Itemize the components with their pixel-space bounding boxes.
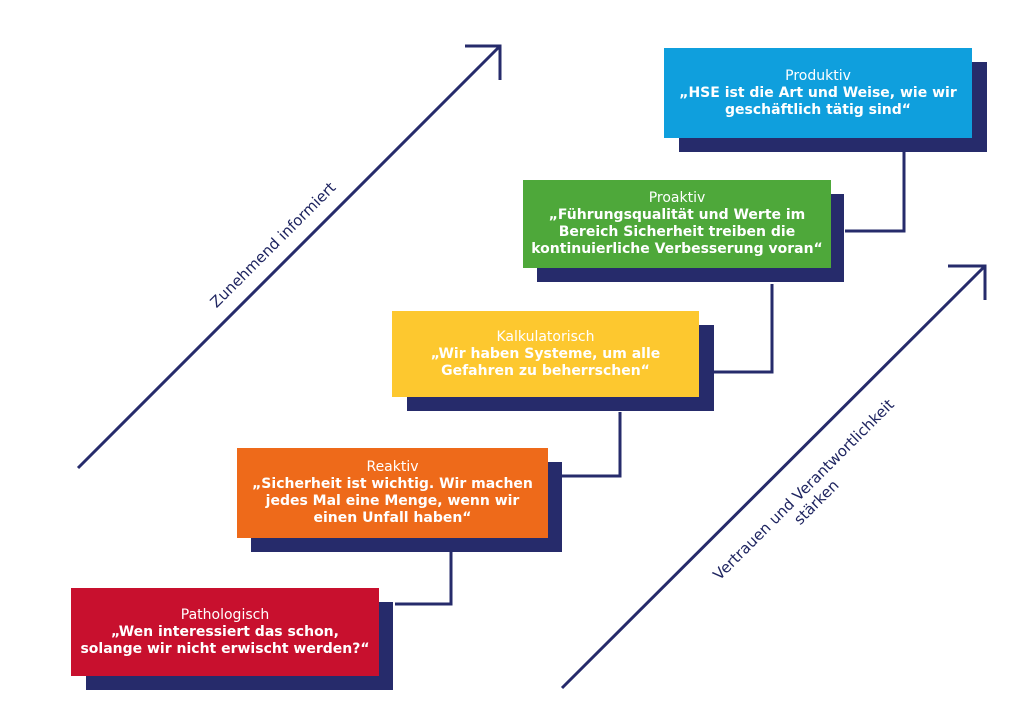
stage-quote: „Wir haben Systeme, um alle Gefahren zu … bbox=[430, 345, 661, 379]
connector-proaktiv-produktiv bbox=[845, 150, 906, 233]
stage-pathologisch: Pathologisch „Wen interessiert das schon… bbox=[71, 588, 379, 676]
stage-title: Produktiv bbox=[785, 67, 851, 84]
stage-produktiv: Produktiv „HSE ist die Art und Weise, wi… bbox=[664, 48, 972, 138]
stage-title: Kalkulatorisch bbox=[496, 328, 595, 345]
stage-title: Proaktiv bbox=[648, 190, 706, 206]
stage-quote: „Führungsqualität und Werte im Bereich S… bbox=[531, 207, 823, 257]
left-arrow-shaft bbox=[76, 44, 502, 470]
stage-title: Pathologisch bbox=[180, 606, 270, 623]
stage-reaktiv: Reaktiv „Sicherheit ist wichtig. Wir mac… bbox=[237, 448, 548, 538]
stage-kalkulatorisch: Kalkulatorisch „Wir haben Systeme, um al… bbox=[392, 311, 699, 397]
stage-title: Reaktiv bbox=[366, 459, 419, 475]
connector-kalkulatorisch-proaktiv bbox=[714, 284, 774, 374]
connector-reaktiv-kalkulatorisch bbox=[562, 412, 622, 478]
stage-quote: „Sicherheit ist wichtig. Wir machen jede… bbox=[252, 476, 533, 526]
stage-quote: „HSE ist die Art und Weise, wie wir gesc… bbox=[679, 84, 957, 118]
right-arrow-head bbox=[948, 264, 987, 300]
right-arrow-shaft bbox=[560, 264, 987, 690]
connector-pathologisch-reaktiv bbox=[395, 548, 453, 606]
left-arrow-head bbox=[465, 44, 502, 80]
stage-quote: „Wen interessiert das schon, solange wir… bbox=[80, 623, 370, 657]
stage-proaktiv: Proaktiv „Führungsqualität und Werte im … bbox=[523, 180, 831, 268]
